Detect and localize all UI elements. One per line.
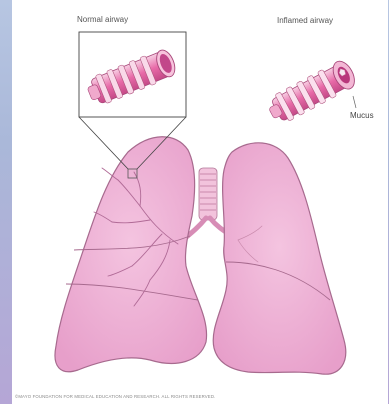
inflamed-airway-label: Inflamed airway [277,16,333,25]
inflamed-airway [264,58,358,127]
right-lung [55,137,207,372]
copyright-notice: ©MAYO FOUNDATION FOR MEDICAL EDUCATION A… [15,394,215,399]
left-lung [213,143,346,374]
normal-airway-label: Normal airway [77,15,128,24]
normal-airway-inset [79,32,186,117]
trachea [199,168,217,220]
mucus-label: Mucus [350,111,374,120]
